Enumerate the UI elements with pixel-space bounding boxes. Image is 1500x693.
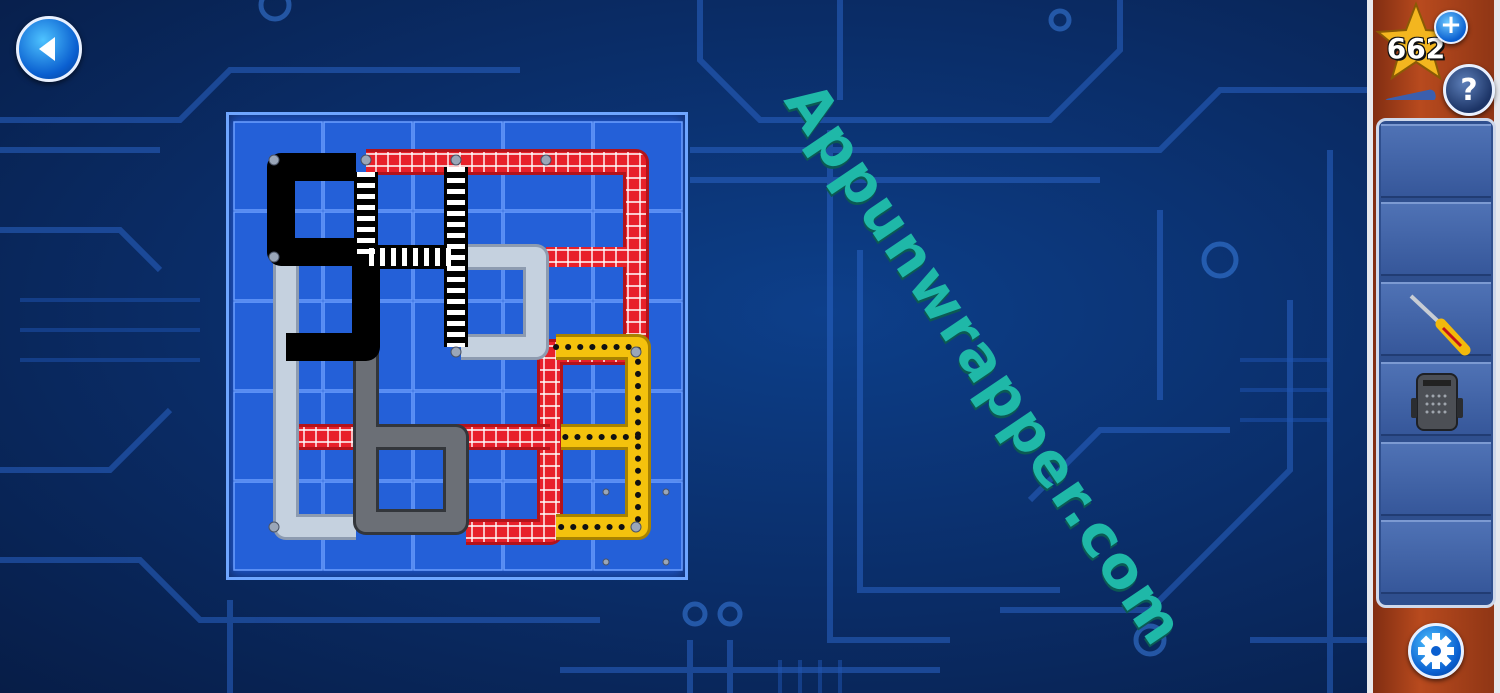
inventory-slot[interactable] <box>1381 124 1491 198</box>
device-icon <box>1411 373 1463 431</box>
inventory-slot[interactable] <box>1381 202 1491 276</box>
black-pipe <box>267 153 468 361</box>
screwdriver-icon <box>1409 294 1471 356</box>
back-arrow-icon <box>39 37 55 61</box>
yellow-pipe <box>553 334 651 540</box>
help-button[interactable]: ? <box>1443 64 1495 116</box>
inventory-slot[interactable] <box>1381 520 1491 594</box>
coin-count: 662 <box>1386 32 1446 65</box>
sidebar-rail-right <box>1494 0 1500 693</box>
pipe-grid <box>233 121 683 571</box>
gear-icon <box>1418 633 1454 669</box>
settings-button[interactable] <box>1408 623 1464 679</box>
plus-icon: + <box>1440 10 1462 40</box>
board-bolts <box>268 154 670 566</box>
inventory-slot[interactable] <box>1381 442 1491 516</box>
dark-gray-pipe <box>353 352 469 535</box>
add-coins-button[interactable]: + <box>1434 10 1468 44</box>
sidebar-rail-left <box>1367 0 1373 693</box>
inventory-slot-screwdriver[interactable] <box>1381 282 1491 356</box>
circuit-background <box>0 0 1367 693</box>
question-icon: ? <box>1460 73 1478 108</box>
back-button[interactable] <box>16 16 82 82</box>
inventory-slot-device[interactable] <box>1381 362 1491 436</box>
